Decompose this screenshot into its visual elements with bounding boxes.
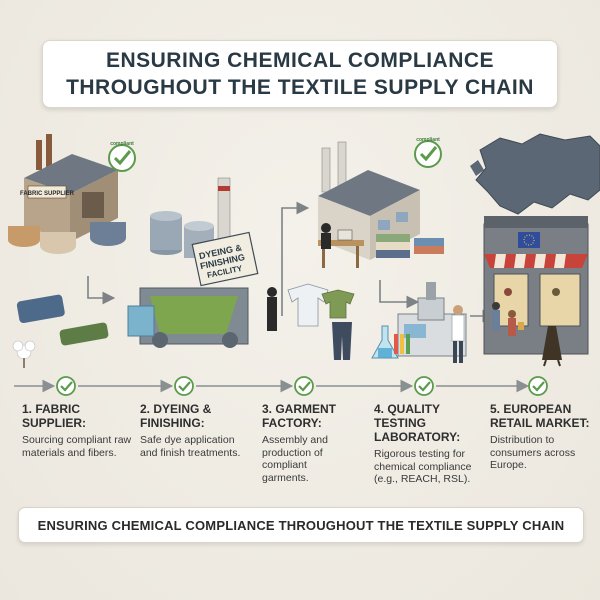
- svg-text:compliant: compliant: [110, 141, 134, 147]
- check-icon-step-4: [414, 376, 434, 396]
- step-4-description: Rigorous testing for chemical compliance…: [374, 448, 472, 485]
- europe-map-icon: [470, 133, 600, 215]
- retail-store-icon: [483, 216, 589, 355]
- footer-banner: ENSURING CHEMICAL COMPLIANCE THROUGHOUT …: [18, 507, 584, 543]
- step-3-title: 3. GARMENT FACTORY:: [262, 402, 337, 430]
- step-european-retail: 5. EUROPEAN RETAIL MARKET: Distribution …: [490, 402, 594, 472]
- check-icon-step-1: [56, 376, 76, 396]
- dyeing-facility-icon: DYEING & FINISHING FACILITY: [127, 177, 259, 348]
- fabric-rolls-icon: [8, 222, 126, 254]
- step-5-description: Distribution to consumers across Europe.: [490, 434, 576, 471]
- fabric-supplier-building: FABRIC SUPPLIER: [20, 134, 118, 242]
- sewing-worker-icon: [318, 223, 364, 268]
- step-1-description: Sourcing compliant raw materials and fib…: [22, 434, 132, 459]
- title-banner: ENSURING CHEMICAL COMPLIANCE THROUGHOUT …: [42, 40, 558, 108]
- step-2-description: Safe dye application and finish treatmen…: [140, 434, 241, 459]
- step-dyeing-finishing: 2. DYEING & FINISHING: Safe dye applicat…: [140, 402, 252, 459]
- svg-text:compliant: compliant: [416, 137, 440, 143]
- process-timeline: [14, 376, 548, 396]
- step-3-description: Assembly and production of compliant gar…: [262, 434, 328, 484]
- footer-text: ENSURING CHEMICAL COMPLIANCE THROUGHOUT …: [37, 517, 565, 533]
- title-line-1: ENSURING CHEMICAL COMPLIANCE: [105, 49, 495, 72]
- cotton-icon: [12, 340, 36, 368]
- check-icon-step-2: [174, 376, 194, 396]
- step-fabric-supplier: 1. FABRIC SUPPLIER: Sourcing compliant r…: [22, 402, 134, 459]
- sandwich-board-icon: [542, 326, 562, 367]
- eu-flag-icon: [518, 232, 540, 248]
- step-2-title: 2. DYEING & FINISHING:: [140, 402, 212, 430]
- step-4-title: 4. QUALITY TESTING LABORATORY:: [374, 402, 461, 444]
- testing-lab-icon: [371, 282, 467, 363]
- check-icon-step-5: [528, 376, 548, 396]
- textile-rolls-icon: [16, 294, 109, 346]
- check-icon-step-3: [294, 376, 314, 396]
- fabric-supplier-sign: FABRIC SUPPLIER: [20, 191, 75, 197]
- compliant-badge-1: compliant: [108, 141, 136, 172]
- compliant-badge-2: compliant: [414, 137, 442, 168]
- step-garment-factory: 3. GARMENT FACTORY: Assembly and product…: [262, 402, 362, 484]
- step-5-title: 5. EUROPEAN RETAIL MARKET:: [490, 402, 590, 430]
- shoppers-icon: [492, 302, 524, 336]
- step-1-title: 1. FABRIC SUPPLIER:: [22, 402, 87, 430]
- supply-chain-illustration: FABRIC SUPPLIER compliant: [8, 133, 600, 368]
- step-quality-testing: 4. QUALITY TESTING LABORATORY: Rigorous …: [374, 402, 486, 486]
- title-line-2: THROUGHOUT THE TEXTILE SUPPLY CHAIN: [66, 76, 534, 99]
- garments-display-icon: [267, 283, 355, 360]
- folded-garments-icon: [376, 234, 444, 258]
